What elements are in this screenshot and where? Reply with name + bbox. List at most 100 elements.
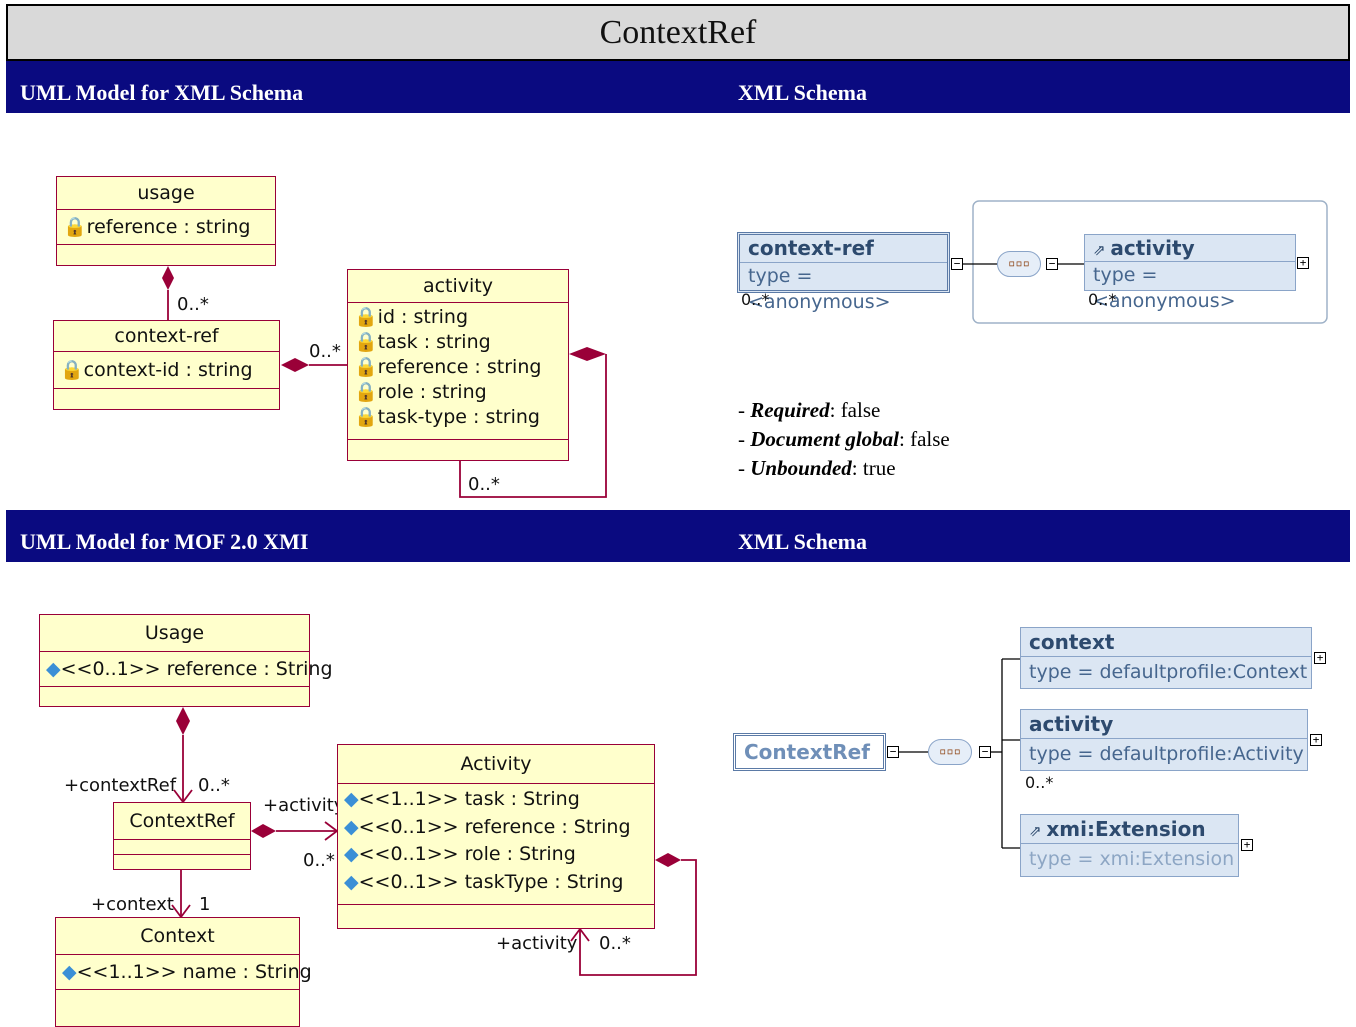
expand-icon[interactable]: + (1314, 652, 1326, 664)
attribute-row: ◆<<0..1>> reference : String (46, 658, 333, 680)
sequence-icon[interactable]: ▫▫▫ (997, 251, 1041, 277)
attribute-row: 🔒reference : string (63, 216, 251, 238)
class-attributes: 🔒context-id : string (54, 352, 279, 389)
class-name: Activity (338, 745, 654, 784)
class-attributes: 🔒reference : string (57, 210, 275, 245)
attribute-row: 🔒id : string (354, 306, 469, 328)
element-type: type = xmi:Extension (1029, 848, 1235, 870)
attribute-row: 🔒role : string (354, 381, 487, 403)
multiplicity-label: 1 (199, 894, 211, 915)
element-name: ⇗ xmi:Extension (1021, 815, 1238, 844)
expand-icon[interactable]: + (1310, 734, 1322, 746)
uml-class-activity-mof[interactable]: Activity ◆<<1..1>> task : String ◆<<0..1… (337, 744, 655, 929)
attribute-diamond-icon: ◆ (62, 961, 77, 983)
section-band-bottom: UML Model for MOF 2.0 XMI XML Schema (6, 510, 1350, 562)
collapse-icon[interactable]: − (979, 746, 991, 758)
attribute-row: ◆<<1..1>> task : String (344, 788, 580, 810)
uml-class-usage-mof[interactable]: Usage ◆<<0..1>> reference : String (39, 614, 333, 707)
multiplicity-label: 0..* (1088, 290, 1117, 309)
attribute-row: ◆<<0..1>> taskType : String (344, 870, 624, 893)
xsd-root-context-ref[interactable]: ContextRef (733, 733, 886, 771)
attribute-row: 🔒context-id : string (60, 359, 253, 381)
attribute-lock-icon: 🔒 (354, 356, 378, 378)
property-unbounded: - Unbounded: true (738, 456, 896, 480)
attribute-diamond-icon: ◆ (344, 843, 359, 865)
uml-class-context-ref-mof[interactable]: ContextRef (113, 802, 251, 870)
multiplicity-label: 0..* (599, 933, 631, 954)
multiplicity-label: 0..* (741, 290, 770, 309)
sequence-icon[interactable]: ▫▫▫ (928, 739, 972, 765)
collapse-icon[interactable]: − (951, 258, 963, 270)
class-attributes (114, 840, 250, 855)
xsd-element-context[interactable]: context type = defaultprofile:Context (1020, 627, 1312, 689)
role-label: +context (91, 894, 174, 915)
reference-arrow-icon: ⇗ (1093, 241, 1111, 259)
element-name: activity (1021, 710, 1307, 739)
attribute-diamond-icon: ◆ (344, 815, 359, 838)
class-name: ContextRef (114, 803, 250, 840)
attribute-lock-icon: 🔒 (354, 306, 378, 328)
class-name: usage (57, 177, 275, 210)
multiplicity-label: 0..* (177, 294, 209, 315)
class-name: activity (348, 270, 568, 303)
attribute-row: ◆<<0..1>> reference : String (344, 815, 631, 838)
multiplicity-label: 0..* (198, 775, 230, 796)
property-document-global: - Document global: false (738, 427, 950, 451)
attribute-lock-icon: 🔒 (63, 216, 87, 238)
expand-icon[interactable]: + (1241, 839, 1253, 851)
collapse-icon[interactable]: − (887, 746, 899, 758)
section-title-uml-xsd: UML Model for XML Schema (20, 80, 304, 105)
class-attributes: ◆<<1..1>> task : String ◆<<0..1>> refere… (338, 784, 654, 905)
attribute-lock-icon: 🔒 (60, 359, 84, 381)
uml-class-usage[interactable]: usage 🔒reference : string (56, 176, 276, 266)
role-label: +activity (496, 933, 578, 954)
multiplicity-label: 0..* (309, 341, 341, 362)
property-required: - Required: false (738, 398, 881, 422)
attribute-lock-icon: 🔒 (354, 406, 378, 428)
attribute-diamond-icon: ◆ (344, 788, 359, 810)
xsd-element-xmi-extension[interactable]: ⇗ xmi:Extension type = xmi:Extension (1020, 814, 1239, 877)
element-type: type = <anonymous> (748, 265, 891, 313)
element-name: context-ref (740, 235, 947, 263)
section-title-xml-schema-top: XML Schema (738, 80, 867, 105)
xsd-element-activity-mof[interactable]: activity type = defaultprofile:Activity (1020, 709, 1308, 771)
attribute-row: ◆<<0..1>> role : String (344, 843, 576, 865)
attribute-row: 🔒task-type : string (354, 406, 540, 428)
class-name: Context (56, 918, 299, 955)
element-type: type = <anonymous> (1093, 264, 1236, 312)
class-attributes: ◆<<1..1>> name : String (56, 955, 312, 990)
element-properties: - Required: false - Document global: fal… (738, 396, 950, 483)
xsd-element-activity[interactable]: ⇗ activity type = <anonymous> (1084, 234, 1296, 312)
section-title-uml-mof: UML Model for MOF 2.0 XMI (20, 529, 309, 554)
class-attributes: 🔒id : string 🔒task : string 🔒reference :… (348, 303, 568, 440)
attribute-diamond-icon: ◆ (46, 658, 61, 680)
attribute-row: 🔒reference : string (354, 356, 542, 378)
attribute-row: 🔒task : string (354, 331, 491, 353)
attribute-diamond-icon: ◆ (344, 870, 359, 893)
attribute-lock-icon: 🔒 (354, 381, 378, 403)
element-name: ContextRef (744, 740, 870, 764)
role-label: +activity (263, 795, 345, 816)
uml-class-context-mof[interactable]: Context ◆<<1..1>> name : String (55, 917, 312, 1027)
element-name: context (1021, 628, 1311, 657)
multiplicity-label: 0..* (468, 474, 500, 495)
multiplicity-label: 0..* (1025, 773, 1054, 792)
multiplicity-label: 0..* (303, 850, 335, 871)
element-name: ⇗ activity (1085, 235, 1295, 262)
role-label: +contextRef (64, 775, 177, 796)
section-title-xml-schema-bottom: XML Schema (738, 529, 867, 554)
attribute-row: ◆<<1..1>> name : String (62, 961, 312, 983)
element-type: type = defaultprofile:Activity (1029, 743, 1304, 765)
reference-arrow-icon: ⇗ (1029, 822, 1047, 840)
class-attributes: ◆<<0..1>> reference : String (40, 652, 333, 687)
page-title: ContextRef (6, 4, 1350, 61)
uml-class-activity[interactable]: activity 🔒id : string 🔒task : string 🔒re… (347, 269, 569, 461)
xsd-element-context-ref[interactable]: context-ref type = <anonymous> (737, 232, 950, 313)
class-name: context-ref (54, 321, 279, 352)
class-name: Usage (40, 615, 309, 652)
collapse-icon[interactable]: − (1046, 258, 1058, 270)
element-type: type = defaultprofile:Context (1029, 661, 1308, 683)
section-band-top: UML Model for XML Schema XML Schema (6, 61, 1350, 113)
expand-icon[interactable]: + (1297, 257, 1309, 269)
uml-class-context-ref[interactable]: context-ref 🔒context-id : string (53, 320, 280, 410)
